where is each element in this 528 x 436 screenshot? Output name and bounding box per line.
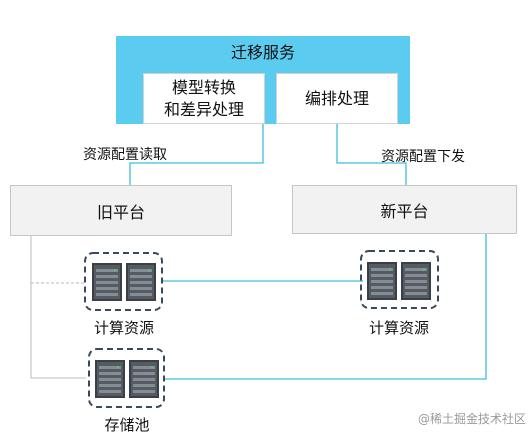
model-conversion-line2: 和差异处理 bbox=[163, 99, 244, 119]
server-icon bbox=[126, 263, 156, 301]
storage-group bbox=[88, 348, 165, 408]
new-platform-box: 新平台 bbox=[292, 185, 517, 234]
deliver-config-connector bbox=[336, 124, 407, 186]
read-config-label: 资源配置读取 bbox=[83, 147, 167, 163]
old-platform-box: 旧平台 bbox=[10, 185, 232, 236]
server-icon bbox=[401, 262, 431, 300]
storage-pool-label: 存储池 bbox=[104, 416, 150, 434]
orchestration-label: 编排处理 bbox=[304, 88, 369, 108]
old-compute-label: 计算资源 bbox=[93, 319, 154, 337]
old-platform-label: 旧平台 bbox=[96, 202, 145, 222]
new-compute-label: 计算资源 bbox=[368, 319, 429, 337]
new-platform-label: 新平台 bbox=[380, 201, 429, 221]
server-icon bbox=[92, 263, 122, 301]
old-compute-group bbox=[84, 252, 163, 311]
orchestration-box: 编排处理 bbox=[276, 73, 398, 124]
server-icon bbox=[367, 262, 397, 300]
deliver-config-label: 资源配置下发 bbox=[381, 149, 465, 165]
storage-link bbox=[164, 234, 487, 380]
model-conversion-line1: 模型转换 bbox=[171, 77, 236, 97]
watermark: @稀土掘金技术社区 bbox=[418, 412, 527, 426]
server-icon bbox=[129, 360, 159, 398]
model-conversion-box: 模型转换 和差异处理 bbox=[143, 73, 265, 124]
server-icon bbox=[95, 360, 125, 398]
migration-service-title: 迁移服务 bbox=[230, 43, 295, 62]
read-config-connector bbox=[129, 124, 264, 186]
new-compute-group bbox=[360, 250, 439, 309]
